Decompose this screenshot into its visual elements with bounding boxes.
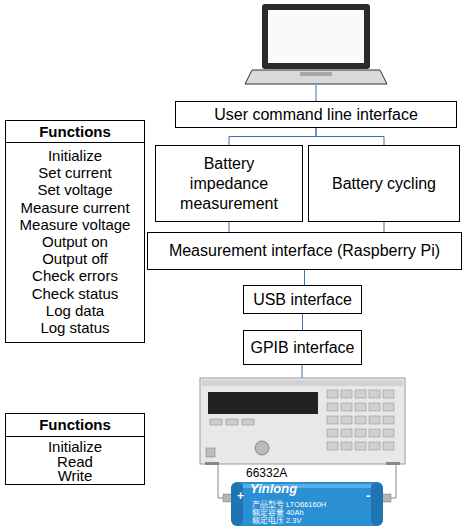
heading-text: Functions (39, 123, 111, 141)
list-heading: Functions (5, 413, 145, 437)
power-supply-instrument (200, 365, 405, 465)
label-anchor: - (366, 489, 370, 504)
box-label: Battery impedance measurement (170, 154, 288, 214)
function-list: InitializeSet currentSet voltageMeasure … (5, 120, 145, 343)
connector (304, 270, 305, 285)
function-list: InitializeReadWrite Functions (5, 413, 145, 485)
process-box: Battery impedance measurement (155, 145, 303, 222)
function-item: Set voltage (37, 181, 112, 198)
model-number: 66332A (246, 467, 287, 481)
function-item: Log status (40, 319, 109, 336)
function-item: Read (57, 455, 93, 470)
connector (229, 222, 230, 232)
cell-spec: 额定电压 2.3V (252, 517, 302, 526)
label-anchor: 额定电压 2.3V (252, 517, 302, 526)
battery-cell (223, 482, 391, 526)
interface-box: Measurement interface (Raspberry Pi) (147, 232, 462, 270)
box-label: Measurement interface (Raspberry Pi) (169, 241, 440, 260)
connector (316, 128, 384, 145)
label-anchor: Yinlong (250, 482, 297, 497)
function-item: Check errors (32, 267, 118, 284)
list-heading: Functions (5, 120, 145, 143)
function-item: Output on (42, 233, 108, 250)
function-item: Check status (32, 285, 119, 302)
function-item: Measure voltage (20, 216, 131, 233)
connector (302, 314, 303, 330)
interface-box: GPIB interface (243, 330, 362, 365)
heading-text: Functions (39, 416, 111, 434)
function-item: Initialize (48, 147, 102, 164)
label-anchor: + (237, 490, 244, 504)
interface-box: USB interface (243, 285, 362, 314)
box-label: USB interface (253, 290, 352, 309)
laptop-icon (245, 4, 387, 101)
function-item: Set current (38, 164, 111, 181)
function-item: Log data (46, 302, 104, 319)
function-item: Measure current (20, 199, 129, 216)
interface-box: User command line interface (175, 101, 457, 128)
process-box: Battery cycling (308, 145, 460, 222)
brand-name: Yinlong (250, 482, 297, 497)
box-label: Battery cycling (332, 174, 436, 194)
box-label: User command line interface (214, 105, 418, 124)
function-item: Write (58, 469, 93, 484)
terminal-sign: - (366, 489, 370, 504)
function-item: Initialize (48, 440, 102, 455)
terminal-sign: + (237, 490, 244, 504)
connector (229, 128, 316, 145)
box-label: GPIB interface (250, 338, 354, 357)
connector (384, 222, 385, 232)
label-anchor: 66332A (246, 467, 287, 481)
function-item: Output off (42, 250, 108, 267)
